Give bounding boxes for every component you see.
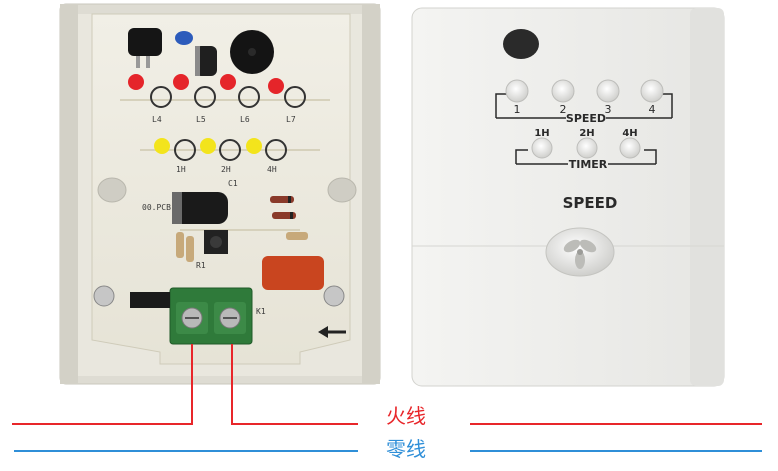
cap-label: C1 [228,179,238,188]
yellow-led [154,138,170,154]
timer-label-2h: 2H [579,128,594,139]
red-led [220,74,236,90]
pcb-label: L6 [240,115,250,124]
speed-button-group: 1 2 3 4 SPEED [495,79,673,125]
red-led-row [128,74,284,94]
red-led [268,78,284,94]
arrow-mark [318,326,346,338]
timer-button-1h[interactable] [531,137,553,159]
timer-button-2h[interactable] [576,137,598,159]
resistor-label: R1 [196,261,206,270]
yellow-led [200,138,216,154]
terminal-block [169,287,253,345]
yellow-led [246,138,262,154]
resistors [176,232,308,262]
screws [93,285,345,307]
electrolytic-capacitor [172,192,228,224]
led-footprints [150,86,306,108]
wire-lines [14,423,762,452]
buzzer [230,30,274,74]
speed-button-3[interactable] [596,79,620,103]
timer-button-4h[interactable] [619,137,641,159]
speed-label-4: 4 [649,103,656,116]
neutral-wire-label: 零线 [386,437,426,461]
panel-brand-label: SPEED [563,194,618,212]
speed-group-label: SPEED [566,112,606,125]
mounting-hole-left [97,177,127,203]
yellow-led-row [154,138,262,154]
blue-ceramic-cap [175,31,193,45]
speed-label-2: 2 [560,103,567,116]
diodes [270,196,296,219]
pcb-label: 1H [176,165,186,174]
speed-button-4[interactable] [640,79,664,103]
pcb-label: 4H [267,165,277,174]
wire-leads [12,344,358,425]
led-silkscreen-top: L4 L5 L6 L7 [152,115,296,124]
film-capacitor [262,256,324,290]
pcb-label: L7 [286,115,296,124]
black-connector [130,292,170,308]
live-wire-label: 火线 [386,404,426,428]
timer-label-4h: 4H [622,128,637,139]
speed-label-1: 1 [514,103,521,116]
transistor [128,28,162,68]
red-led [128,74,144,90]
timer-button-group: 1H 2H 4H TIMER [515,128,657,171]
red-led [173,74,189,90]
yellow-led-footprints [174,139,287,161]
fan-button[interactable] [545,227,615,277]
speed-button-1[interactable] [505,79,529,103]
speed-button-2[interactable] [551,79,575,103]
pcb-label: 2H [221,165,231,174]
front-panel [411,7,725,387]
mounting-hole-right [327,177,357,203]
timer-label-1h: 1H [534,128,549,139]
pcb-label: L4 [152,115,162,124]
fan-icon [563,239,597,269]
small-electrolytic-cap [195,46,217,76]
tact-switch [204,230,228,254]
terminal-label: K1 [256,307,266,316]
pcb-board-text: 00.PCB [142,203,171,212]
pcb-label: L5 [196,115,206,124]
timer-group-label: TIMER [569,158,608,171]
speed-label-3: 3 [605,103,612,116]
panel-hole [503,29,539,59]
led-silkscreen-bottom: 1H 2H 4H [176,165,277,174]
